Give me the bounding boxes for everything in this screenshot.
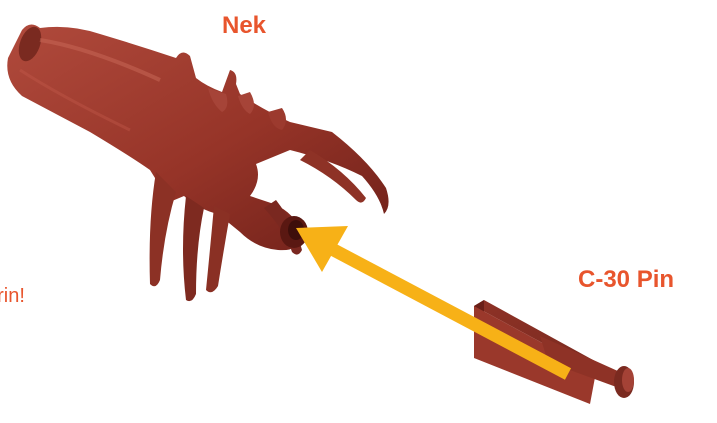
neck-part bbox=[7, 24, 388, 301]
instruction-text: erin! bbox=[0, 286, 25, 306]
insertion-arrow bbox=[296, 226, 568, 374]
pin-part bbox=[474, 300, 634, 404]
neck-label: Nek bbox=[222, 14, 266, 38]
pin-label: C-30 Pin bbox=[578, 268, 674, 292]
